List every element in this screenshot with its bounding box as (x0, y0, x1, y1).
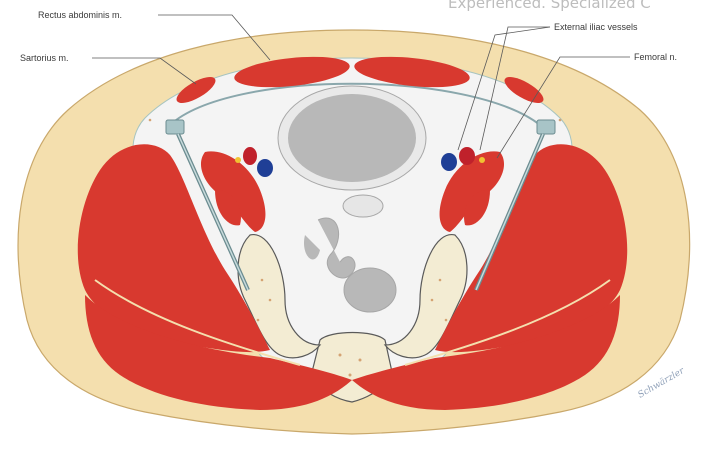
vein-right (441, 153, 457, 171)
label-femoral-nerve: Femoral n. (634, 52, 677, 62)
label-rectus-abdominis: Rectus abdominis m. (38, 10, 122, 20)
bladder-inner (288, 94, 416, 182)
nerve-right (479, 157, 485, 163)
label-sartorius: Sartorius m. (20, 53, 69, 63)
rectum (344, 268, 396, 312)
artery-right (459, 147, 475, 165)
nerve-left (235, 157, 241, 163)
uterus-small (343, 195, 383, 217)
vein-left (257, 159, 273, 177)
artery-left (243, 147, 257, 165)
label-external-iliac-vessels: External iliac vessels (554, 22, 638, 32)
